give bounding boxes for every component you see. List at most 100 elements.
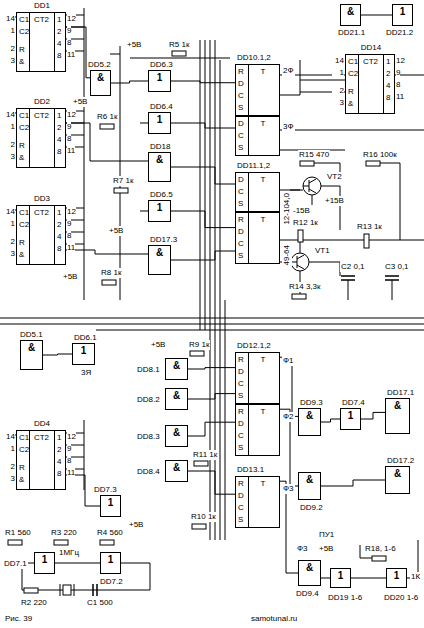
input-letter: S [238, 199, 243, 209]
input-letter: C [238, 379, 244, 389]
ic-name: DD7.3 [93, 485, 118, 495]
transistor-leads [303, 179, 316, 193]
logic-gate: DD9.2& [298, 472, 321, 500]
signal-wire [66, 123, 148, 161]
gate-symbol: 1 [149, 114, 170, 125]
output-letter: T [248, 407, 278, 417]
input-letter: C [238, 131, 244, 141]
ic-name: DD13.1 [236, 465, 265, 475]
output-letter: T [248, 355, 278, 365]
pin-function: C1 [19, 15, 29, 25]
input-letter: S [238, 103, 243, 113]
logic-gate: DD7.41 [340, 408, 361, 430]
divider-line [248, 65, 249, 115]
logic-gate: DD8.1& [165, 358, 188, 380]
logic-gate: DD5.1& [20, 340, 43, 370]
schematic-label: Ф2 [282, 412, 295, 422]
signal-wire [171, 251, 235, 260]
pin-number: 2 [3, 462, 15, 472]
schematic-label: R2 220 [20, 598, 48, 608]
counter-type: CT2 [358, 57, 383, 67]
pin-number: 8 [396, 80, 400, 90]
pin-number: 9 [67, 26, 71, 36]
counter-type: CT2 [29, 15, 54, 25]
logic-gate: DD6.51 [148, 200, 171, 222]
signal-wire [55, 563, 100, 564]
ic-name: DD8.1 [136, 365, 161, 375]
gate-symbol: 1 [331, 570, 350, 581]
signal-wire [188, 394, 235, 399]
pin-number: 2 [332, 86, 344, 96]
logic-gate: DD6.31 [148, 70, 171, 92]
trigger-box: DD11.1,2DCST [235, 172, 280, 212]
pin-number: 2 [3, 237, 15, 247]
divider-line [383, 55, 384, 113]
schematic-label: R11 1к [192, 450, 218, 460]
ic-name: DD9.4 [295, 589, 320, 599]
pin-number: 12 [67, 110, 76, 120]
ic-name: DD21.1 [337, 28, 366, 38]
signal-wire [188, 422, 235, 436]
output-weight: 4 [57, 135, 61, 145]
pin-function: C2 [348, 69, 358, 79]
signal-wire [171, 123, 235, 128]
output-letter: T [248, 215, 278, 225]
ic-name: DD8.4 [136, 467, 161, 477]
ic-name: DD9.2 [299, 503, 324, 513]
transistor-leads [291, 255, 304, 269]
input-letter: C [238, 187, 244, 197]
ic-name: DD12.1,2 [236, 341, 272, 351]
counter-type: CT2 [29, 111, 54, 121]
pin-function: & [19, 57, 24, 67]
pin-function: C2 [19, 27, 29, 37]
trigger-box: DD10.1,2RDCST [235, 64, 280, 116]
output-weight: 8 [57, 244, 61, 254]
gate-symbol: 1 [149, 72, 170, 83]
capacitor-symbol [93, 276, 399, 596]
input-letter: C [238, 91, 244, 101]
gate-symbol: & [299, 410, 320, 421]
input-letter: R [238, 479, 244, 489]
ic-name: DD17.3 [149, 235, 178, 245]
schematic-label: R9 1к [188, 340, 210, 350]
trigger-box: DCST [235, 116, 280, 156]
crystal-plates [60, 584, 74, 596]
input-letter: D [238, 175, 244, 185]
pin-number: 9 [67, 219, 71, 229]
pin-function: C1 [19, 111, 29, 121]
gate-symbol: 1 [101, 497, 120, 508]
pin-number: 9 [67, 122, 71, 132]
schematic-label: Ф3 [296, 544, 309, 554]
pin-function: C1 [19, 208, 29, 218]
pin-number: 3 [3, 56, 15, 66]
schematic-label: R13 1к [356, 222, 383, 232]
pin-number: 1 [3, 122, 15, 132]
output-weight: 1 [386, 57, 390, 67]
pin-number: 8 [67, 231, 71, 241]
pin-function: & [19, 475, 24, 485]
divider-line [248, 213, 249, 263]
logic-gate: DD18& [148, 152, 171, 182]
ic-name: DD7.2 [99, 577, 124, 587]
ic-name: DD3 [17, 194, 67, 204]
input-letter: D [238, 419, 244, 429]
pin-number: 11 [67, 468, 75, 478]
output-letter: T [248, 67, 278, 77]
signal-wire [280, 481, 298, 573]
output-weight: 8 [386, 93, 390, 103]
resistor-symbol [192, 524, 206, 529]
pin-number: 3 [332, 98, 344, 108]
ic-name: DD21.2 [385, 28, 414, 38]
gate-symbol: 1 [35, 554, 54, 565]
ic-name: DD17.2 [386, 456, 415, 466]
input-letter: S [238, 143, 243, 153]
schematic-label: +5В [318, 544, 334, 554]
schematic-label: R14 3,3к [288, 282, 322, 292]
ic-name: DD6.4 [149, 102, 174, 112]
gate-symbol: & [386, 400, 409, 411]
pin-number: 14 [332, 56, 344, 66]
schematic-label: R6 1к [96, 112, 118, 122]
logic-gate: DD20 1-61 [386, 568, 407, 588]
output-weight: 4 [57, 457, 61, 467]
pin-number: 14 [3, 14, 15, 24]
